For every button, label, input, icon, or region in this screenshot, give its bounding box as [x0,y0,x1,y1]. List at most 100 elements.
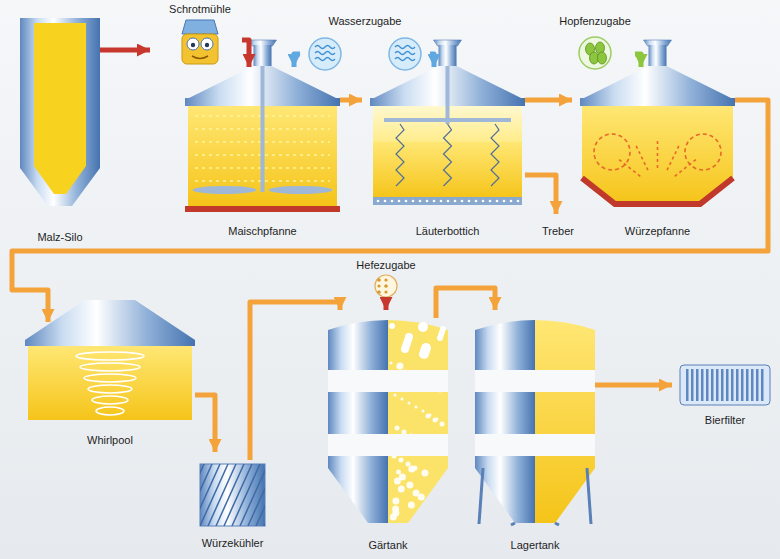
process-vessel: Hopfenzugabe [555,14,635,70]
sieve-hole [426,200,429,203]
vessel-shape [680,365,770,405]
filter-plate [691,369,694,401]
tank-leg [587,468,591,524]
bubble [411,374,414,377]
foam [421,343,431,353]
mill-pupil [205,43,209,47]
false-bottom [373,197,522,205]
flow-arrow [12,100,768,322]
filter-plate [741,369,744,401]
flow-arrow [100,48,150,53]
vessel-shape [300,34,430,74]
vessel-shape [578,36,612,70]
filter-plate [706,369,709,401]
rake-arm [384,118,511,122]
sieve-hole [489,200,492,203]
tank-wall [328,320,388,523]
boil-ray [636,145,648,170]
sieve-hole [475,200,478,203]
yeast-dot [377,278,380,281]
process-vessel: Maischpfanne [185,75,340,238]
yeast-dot [384,290,387,293]
foam [402,342,410,350]
tank-leg [555,523,559,525]
boil-circulation [594,134,630,170]
flow-arrow [384,300,389,310]
boil-ray [667,145,679,170]
input-label: Wasserzugabe [328,14,403,28]
bubble [418,494,425,501]
flow-arrow [195,395,215,452]
boil-ray [618,159,640,176]
flow-arrow [595,383,672,388]
foam [438,332,444,338]
sieve-hole [503,200,506,203]
mash-texture [195,180,330,182]
hop-cone [586,43,595,55]
hop-cone [596,42,605,54]
mill-eye [187,38,199,50]
vessel-shape [475,318,595,526]
vessel-rim [185,98,340,106]
mash-texture [195,141,330,143]
whirl-spiral [80,363,140,371]
sieve-hole [377,200,380,203]
rake-shaft [446,66,450,124]
filter-plate [686,369,689,401]
process-vessel: Whirlpool [25,330,195,447]
yeast-dot [377,290,380,293]
wort-top [373,106,522,142]
bubble [408,502,415,509]
process-vessel: Würzekühler [190,460,275,550]
chimney-flare [249,40,277,46]
rake-blade [491,124,499,186]
filter-plate [751,369,754,401]
sieve-hole [405,200,408,203]
water-icon [389,38,421,70]
process-vessel: Würzepfanne [580,75,735,238]
process-vessel: Hefezugabe [352,258,420,300]
flow-arrow [340,98,362,103]
bubble [392,498,399,505]
bubble [430,446,435,451]
hop-cone [590,52,599,64]
cooler-plate [264,464,265,526]
vessel-label: Läuterbottich [415,224,481,238]
whirl-spiral [88,385,132,393]
sieve-hole [447,200,450,203]
whirl-spiral [84,374,136,382]
sieve-hole [482,200,485,203]
chimney [649,45,667,67]
process-vessel: Wasserzugabe [300,14,430,70]
boil-circulation [685,134,721,170]
flow-arrow [436,288,495,318]
yeast-icon [375,275,397,297]
input-label: Hefezugabe [355,258,416,272]
filter-plate [746,369,749,401]
flow-arrow [525,98,572,103]
foam [437,335,443,341]
stirrer-paddle [269,186,333,194]
vessel-shape [178,20,222,66]
tank-band [475,434,595,456]
flow-arrow [430,54,434,67]
process-vessel: Gärtank [328,318,448,552]
foam [404,336,412,344]
sieve-hole [440,200,443,203]
whirl-spiral [92,396,128,404]
heating [582,178,733,204]
mash-bed [373,142,522,198]
process-vessel: Lagertank [475,318,595,552]
vessel-label: Bierfilter [704,413,746,427]
process-vessel: Läuterbottich [370,75,525,238]
water-wave [315,58,335,61]
cooler-plate [200,464,204,526]
bubble [439,390,442,393]
vessel-label: Whirlpool [86,433,134,447]
cooler-plate [200,464,228,526]
mill-mouth [192,56,208,59]
foam [419,349,429,359]
foam [405,333,413,341]
mash-texture [195,167,330,169]
bubble [399,458,404,463]
